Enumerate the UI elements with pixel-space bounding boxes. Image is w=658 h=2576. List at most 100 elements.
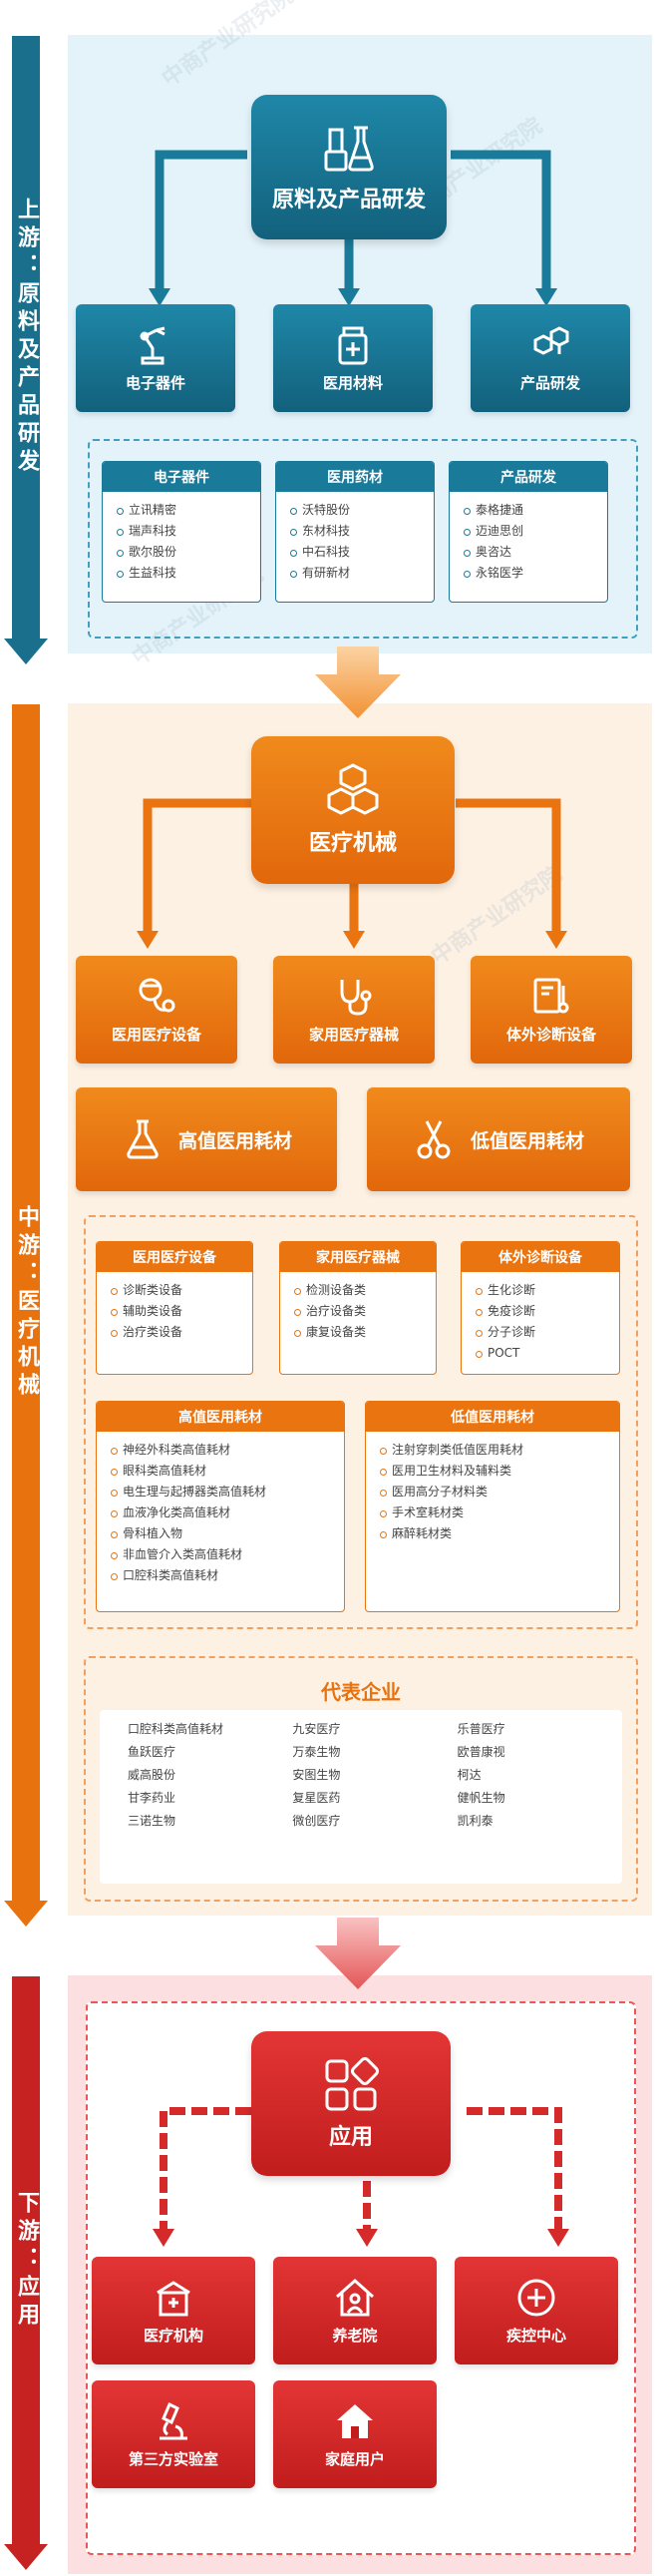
companies-column: 九安医疗 万泰生物 安图生物 复星医药 微创医疗 xyxy=(292,1718,457,1884)
midstream-category-low-value: 低值医用耗材 xyxy=(367,1087,630,1191)
list-item: 注射穿刺类低值医用耗材 xyxy=(380,1440,619,1461)
list-item: 检测设备类 xyxy=(294,1280,436,1301)
list-item: 生化诊断 xyxy=(476,1280,619,1301)
list-item: 医用卫生材料及辅料类 xyxy=(380,1461,619,1482)
stethoscope-icon xyxy=(340,979,372,1016)
midstream-stage-label: 中游：医疗机械 xyxy=(14,1204,39,1401)
microscope-icon xyxy=(160,2401,187,2439)
company-name: 欧普康视 xyxy=(457,1745,505,1759)
upstream-connector-arrows xyxy=(149,150,557,306)
list-item: 生益科技 xyxy=(117,563,260,584)
list-item: 免疫诊断 xyxy=(476,1301,619,1322)
downstream-target-label: 家庭用户 xyxy=(324,2449,385,2468)
company-name: 微创医疗 xyxy=(292,1814,341,1828)
midstream-category-label: 家用医疗器械 xyxy=(308,1025,399,1044)
downstream-target-third-party-lab: 第三方实验室 xyxy=(92,2380,255,2488)
midstream-card: 医用医疗设备 诊断类设备 辅助类设备 治疗类设备 xyxy=(96,1241,253,1375)
upstream-category-label: 电子器件 xyxy=(125,373,185,392)
midstream-hub: 医疗机械 xyxy=(251,736,455,884)
company-name: 复星医药 xyxy=(292,1791,341,1805)
molecule-icon xyxy=(533,325,569,355)
upstream-category-label: 产品研发 xyxy=(519,373,580,392)
downstream-target-nursing-home: 养老院 xyxy=(273,2257,437,2364)
pill-bottle-icon xyxy=(338,326,368,364)
company-name: 甘李药业 xyxy=(128,1791,176,1805)
list-item: 奥咨达 xyxy=(464,542,607,563)
downstream-hub: 应用 xyxy=(251,2031,451,2176)
list-item: 非血管介入类高值耗材 xyxy=(111,1544,344,1565)
medical-cross-icon xyxy=(517,2279,555,2316)
midstream-category-label: 医用医疗设备 xyxy=(111,1025,201,1044)
list-item: 诊断类设备 xyxy=(111,1280,252,1301)
card-title: 医用药材 xyxy=(276,462,434,492)
list-item: 神经外科类高值耗材 xyxy=(111,1440,344,1461)
list-item: 治疗类设备 xyxy=(111,1322,252,1343)
company-name: 乐普医疗 xyxy=(457,1722,505,1736)
downstream-target-label: 疾控中心 xyxy=(505,2326,566,2345)
scissors-icon xyxy=(417,1120,451,1159)
company-name: 安图生物 xyxy=(292,1768,341,1782)
downstream-target-household: 家庭用户 xyxy=(273,2380,437,2488)
list-item: 泰格捷通 xyxy=(464,500,607,521)
list-item: POCT xyxy=(476,1343,619,1364)
upstream-hub-label: 原料及产品研发 xyxy=(271,187,426,213)
midstream-detail-box xyxy=(84,1215,638,1629)
app-grid-icon xyxy=(325,2056,379,2110)
lab-flask-icon xyxy=(324,126,374,171)
downstream-target-label: 医疗机构 xyxy=(143,2326,203,2345)
card-title: 高值医用耗材 xyxy=(97,1402,344,1432)
card-title: 家用医疗器械 xyxy=(280,1242,436,1272)
list-item: 医用高分子材料类 xyxy=(380,1482,619,1503)
downstream-stage-label: 下游：应用 xyxy=(14,2190,39,2331)
downstream-hub-label: 应用 xyxy=(328,2124,373,2150)
list-item: 沃特股份 xyxy=(290,500,434,521)
company-name: 健帆生物 xyxy=(457,1791,505,1805)
upstream-card: 产品研发 泰格捷通 迈迪思创 奥咨达 永铭医学 xyxy=(449,461,608,603)
midstream-category-medical-equipment: 医用医疗设备 xyxy=(76,956,237,1064)
upstream-category-electronics: 电子器件 xyxy=(76,304,235,412)
thermometer-doc-icon xyxy=(533,978,569,1013)
midstream-hub-label: 医疗机械 xyxy=(308,831,397,856)
list-item: 中石科技 xyxy=(290,542,434,563)
robot-arm-icon xyxy=(140,326,165,364)
upstream-hub: 原料及产品研发 xyxy=(251,95,447,239)
downstream-stage-bar: 下游：应用 xyxy=(4,1976,48,2570)
hospital-icon xyxy=(157,2280,190,2316)
companies-box xyxy=(84,1656,638,1902)
downstream-target-cdc: 疾控中心 xyxy=(455,2257,618,2364)
upstream-category-rnd: 产品研发 xyxy=(471,304,630,412)
companies-column: 口腔科类高值耗材 鱼跃医疗 威高股份 甘李药业 三诺生物 xyxy=(128,1718,292,1884)
list-item: 立讯精密 xyxy=(117,500,260,521)
list-item: 麻醉耗材类 xyxy=(380,1523,619,1544)
midstream-big-card: 高值医用耗材 神经外科类高值耗材 眼科类高值耗材 电生理与起搏器类高值耗材 血液… xyxy=(96,1401,345,1612)
company-name: 万泰生物 xyxy=(292,1745,341,1759)
list-item: 电生理与起搏器类高值耗材 xyxy=(111,1482,344,1503)
company-name: 凯利泰 xyxy=(457,1814,494,1828)
midstream-category-high-value: 高值医用耗材 xyxy=(76,1087,337,1191)
downstream-target-label: 养老院 xyxy=(332,2326,378,2345)
midstream-card: 家用医疗器械 检测设备类 治疗设备类 康复设备类 xyxy=(279,1241,437,1375)
list-item: 歌尔股份 xyxy=(117,542,260,563)
companies-column: 乐普医疗 欧普康视 柯达 健帆生物 凯利泰 xyxy=(458,1718,622,1884)
cubes-icon xyxy=(327,763,379,815)
companies-panel: 口腔科类高值耗材 鱼跃医疗 威高股份 甘李药业 三诺生物 九安医疗 万泰生物 安… xyxy=(100,1710,622,1884)
midstream-category-ivd: 体外诊断设备 xyxy=(471,956,632,1064)
company-name: 威高股份 xyxy=(128,1768,176,1782)
list-item: 分子诊断 xyxy=(476,1322,619,1343)
stethoscope-ball-icon xyxy=(139,978,175,1012)
company-name: 口腔科类高值耗材 xyxy=(128,1722,224,1736)
list-item: 血液净化类高值耗材 xyxy=(111,1503,344,1523)
card-title: 产品研发 xyxy=(450,462,607,492)
upstream-category-label: 医用材料 xyxy=(322,373,383,392)
list-item: 骨科植入物 xyxy=(111,1523,344,1544)
card-title: 电子器件 xyxy=(103,462,260,492)
midstream-connector-arrows xyxy=(137,798,567,949)
list-item: 有研新材 xyxy=(290,563,434,584)
list-item: 东材科技 xyxy=(290,521,434,542)
card-title: 体外诊断设备 xyxy=(462,1242,619,1272)
companies-title: 代表企业 xyxy=(321,1680,401,1704)
company-name: 鱼跃医疗 xyxy=(128,1745,176,1759)
list-item: 眼科类高值耗材 xyxy=(111,1461,344,1482)
big-category-label: 低值医用耗材 xyxy=(470,1129,584,1152)
midstream-category-label: 体外诊断设备 xyxy=(505,1025,596,1044)
